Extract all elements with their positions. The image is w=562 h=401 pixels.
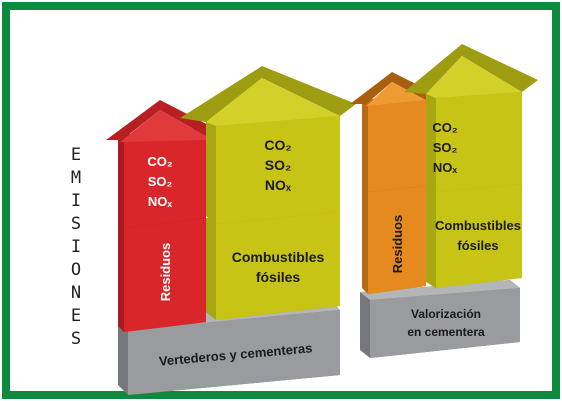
emisiones-letter: I [71, 191, 81, 211]
emisiones-letter: I [71, 237, 81, 257]
emisiones-letter: E [71, 145, 81, 165]
left-big-gas-co2: CO₂ [264, 137, 291, 153]
right-residuos-label: Residuos [390, 215, 405, 274]
left-gas-co2: CO₂ [147, 154, 173, 169]
left-red-house [106, 100, 218, 228]
right-combustibles-line1: Combustibles [435, 218, 521, 233]
right-gas-co2: CO₂ [432, 120, 458, 135]
left-residuos-label: Residuos [158, 243, 173, 302]
right-combustibles-line2: fósiles [457, 238, 498, 253]
left-residuos-block [118, 212, 206, 332]
right-combustibles-block [426, 178, 522, 288]
emisiones-letter: S [71, 329, 81, 349]
right-base-line2: en cementera [407, 325, 485, 339]
left-combustibles-line2: fósiles [256, 269, 301, 285]
left-gas-so2: SO₂ [148, 174, 173, 189]
right-residuos-block [362, 180, 426, 294]
emisiones-letter: E [71, 306, 81, 326]
emisiones-letter: O [71, 260, 81, 280]
right-base-block [360, 280, 520, 358]
right-orange-house [350, 72, 436, 192]
left-big-gas-nox: NOₓ [265, 177, 292, 193]
right-gas-nox: NOₓ [433, 160, 458, 175]
right-gas-so2: SO₂ [433, 140, 458, 155]
right-yellow-house [404, 44, 538, 192]
emisiones-letter: S [71, 214, 81, 234]
left-combustibles-block [206, 206, 340, 320]
left-combustibles-line1: Combustibles [232, 249, 325, 265]
emisiones-letter: M [71, 168, 81, 188]
right-base-line1: Valorización [411, 307, 481, 321]
left-big-gas-so2: SO₂ [265, 157, 291, 173]
emisiones-letter: N [71, 283, 81, 303]
left-yellow-house [180, 66, 356, 224]
left-gas-nox: NOₓ [148, 194, 173, 209]
